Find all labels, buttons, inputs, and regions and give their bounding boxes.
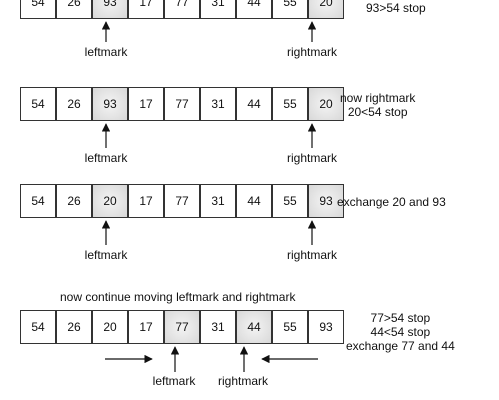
step-note: exchange 20 and 93 — [337, 195, 446, 209]
list-cell: 26 — [56, 0, 92, 19]
list-cell-leftmark: 93 — [92, 87, 128, 121]
list-cell: 31 — [200, 0, 236, 19]
list-row-2: 54 26 93 17 77 31 44 55 20 — [20, 87, 344, 121]
rightmark-label: rightmark — [286, 248, 338, 262]
list-cell: 93 — [308, 310, 344, 344]
list-cell-leftmark: 77 — [164, 310, 200, 344]
list-cell: 17 — [128, 0, 164, 19]
rightmark-label: rightmark — [286, 151, 338, 165]
list-cell: 17 — [128, 184, 164, 218]
leftmark-label: leftmark — [84, 45, 128, 59]
list-cell: 54 — [20, 0, 56, 19]
list-cell: 20 — [92, 310, 128, 344]
list-cell: 55 — [272, 87, 308, 121]
list-cell: 44 — [236, 87, 272, 121]
list-cell-rightmark: 44 — [236, 310, 272, 344]
step-note-line: 20<54 stop — [347, 105, 408, 119]
list-row-3: 54 26 20 17 77 31 44 55 93 — [20, 184, 344, 218]
step-note-line: 44<54 stop — [370, 325, 431, 339]
list-cell-leftmark: 93 — [92, 0, 128, 19]
list-cell-rightmark: 20 — [308, 0, 344, 19]
panel-heading: now continue moving leftmark and rightma… — [60, 290, 296, 304]
step-note: 77>54 stop 44<54 stop exchange 77 and 44 — [346, 311, 455, 353]
leftmark-label: leftmark — [152, 374, 196, 388]
list-cell: 55 — [272, 184, 308, 218]
step-note-line: now rightmark — [340, 91, 416, 105]
list-cell: 31 — [200, 184, 236, 218]
step-note-line: 77>54 stop — [370, 311, 431, 325]
list-cell: 44 — [236, 184, 272, 218]
list-cell: 44 — [236, 0, 272, 19]
list-cell: 17 — [128, 310, 164, 344]
list-cell: 26 — [56, 184, 92, 218]
list-cell: 54 — [20, 184, 56, 218]
rightmark-label: rightmark — [286, 45, 338, 59]
list-cell-rightmark: 93 — [308, 184, 344, 218]
step-note-line: exchange 77 and 44 — [346, 339, 455, 353]
leftmark-label: leftmark — [84, 151, 128, 165]
list-cell-rightmark: 20 — [308, 87, 344, 121]
list-cell: 26 — [56, 87, 92, 121]
list-cell: 77 — [164, 87, 200, 121]
leftmark-label: leftmark — [84, 248, 128, 262]
list-cell: 77 — [164, 184, 200, 218]
list-cell: 26 — [56, 310, 92, 344]
step-note: now rightmark 20<54 stop — [340, 91, 415, 119]
step-note: 93>54 stop — [366, 1, 426, 15]
list-row-1: 54 26 93 17 77 31 44 55 20 — [20, 0, 344, 20]
list-cell: 54 — [20, 87, 56, 121]
rightmark-label: rightmark — [217, 374, 269, 388]
list-cell: 77 — [164, 0, 200, 19]
list-cell: 54 — [20, 310, 56, 344]
list-cell: 55 — [272, 0, 308, 19]
list-cell: 31 — [200, 87, 236, 121]
list-cell-leftmark: 20 — [92, 184, 128, 218]
list-row-4: 54 26 20 17 77 31 44 55 93 — [20, 310, 344, 344]
list-cell: 55 — [272, 310, 308, 344]
list-cell: 17 — [128, 87, 164, 121]
list-cell: 31 — [200, 310, 236, 344]
